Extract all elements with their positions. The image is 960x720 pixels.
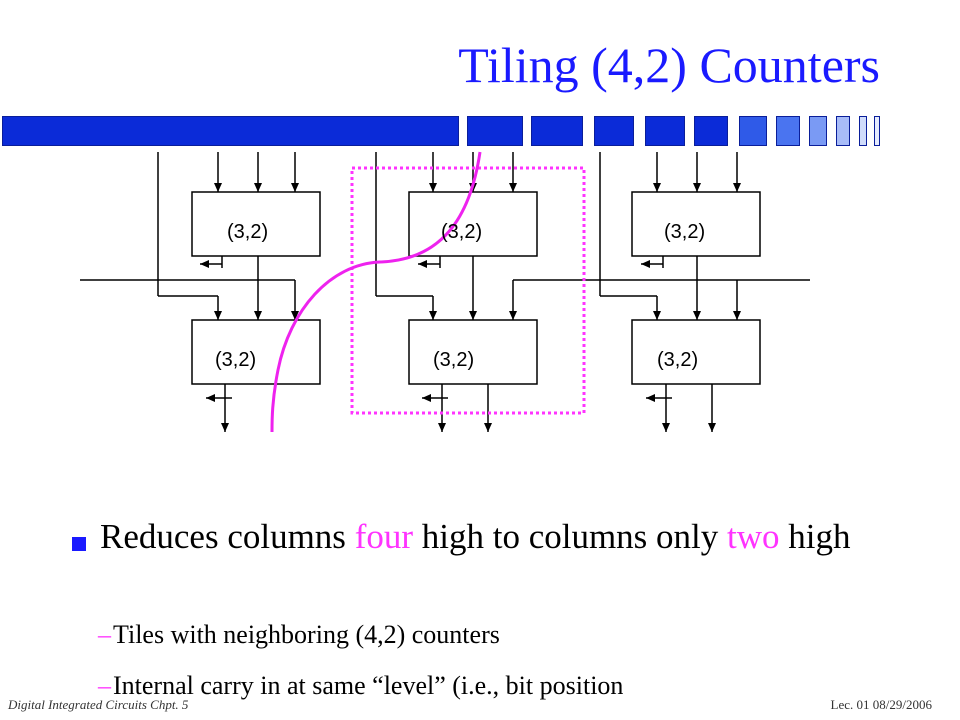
counter-box — [631, 319, 761, 385]
highlight-word: two — [727, 517, 780, 556]
counter-label: (3,2) — [215, 349, 256, 371]
header-bar-segment — [836, 116, 850, 146]
main-bullet-text: high to columns only — [413, 517, 728, 556]
slide-title: Tiling (4,2) Counters — [458, 37, 880, 93]
header-bar-segment — [739, 116, 767, 146]
counter-box — [191, 319, 321, 385]
header-bar-segment — [874, 116, 880, 146]
header-bar-segment — [859, 116, 867, 146]
counter-label: (3,2) — [664, 221, 705, 243]
bullet-square-icon — [72, 537, 86, 551]
main-bullet-text: Reduces columns — [100, 517, 355, 556]
highlight-word: four — [354, 517, 413, 556]
header-bar-segment — [531, 116, 583, 146]
counter-label: (3,2) — [441, 221, 482, 243]
header-bar-segment — [776, 116, 800, 146]
counter-label: (3,2) — [433, 349, 474, 371]
sub-bullet: –Tiles with neighboring (4,2) counters — [98, 620, 500, 649]
counter-box — [631, 191, 761, 257]
counter-label: (3,2) — [657, 349, 698, 371]
header-bar-segment — [645, 116, 685, 146]
sub-bullet: –Internal carry in at same “level” (i.e.… — [98, 671, 624, 700]
sub-bullet-text: Tiles with neighboring (4,2) counters — [113, 620, 500, 649]
counter-box — [191, 191, 321, 257]
counter-label: (3,2) — [227, 221, 268, 243]
sub-bullet-text: Internal carry in at same “level” (i.e.,… — [113, 671, 624, 700]
header-bar-segment — [594, 116, 634, 146]
header-bar-segment — [467, 116, 523, 146]
footer-lecture: Lec. 01 08/29/2006 — [830, 697, 932, 712]
header-bar-segment — [2, 116, 459, 146]
tile-boundary-curve — [270, 151, 482, 433]
header-bar-segment — [809, 116, 827, 146]
footer-course: Digital Integrated Circuits Chpt. 5 — [8, 697, 189, 712]
header-bar-segment — [694, 116, 728, 146]
main-bullet: Reduces columns four high to columns onl… — [100, 515, 920, 558]
main-bullet-text: high — [779, 517, 851, 556]
highlight-box — [350, 166, 586, 415]
